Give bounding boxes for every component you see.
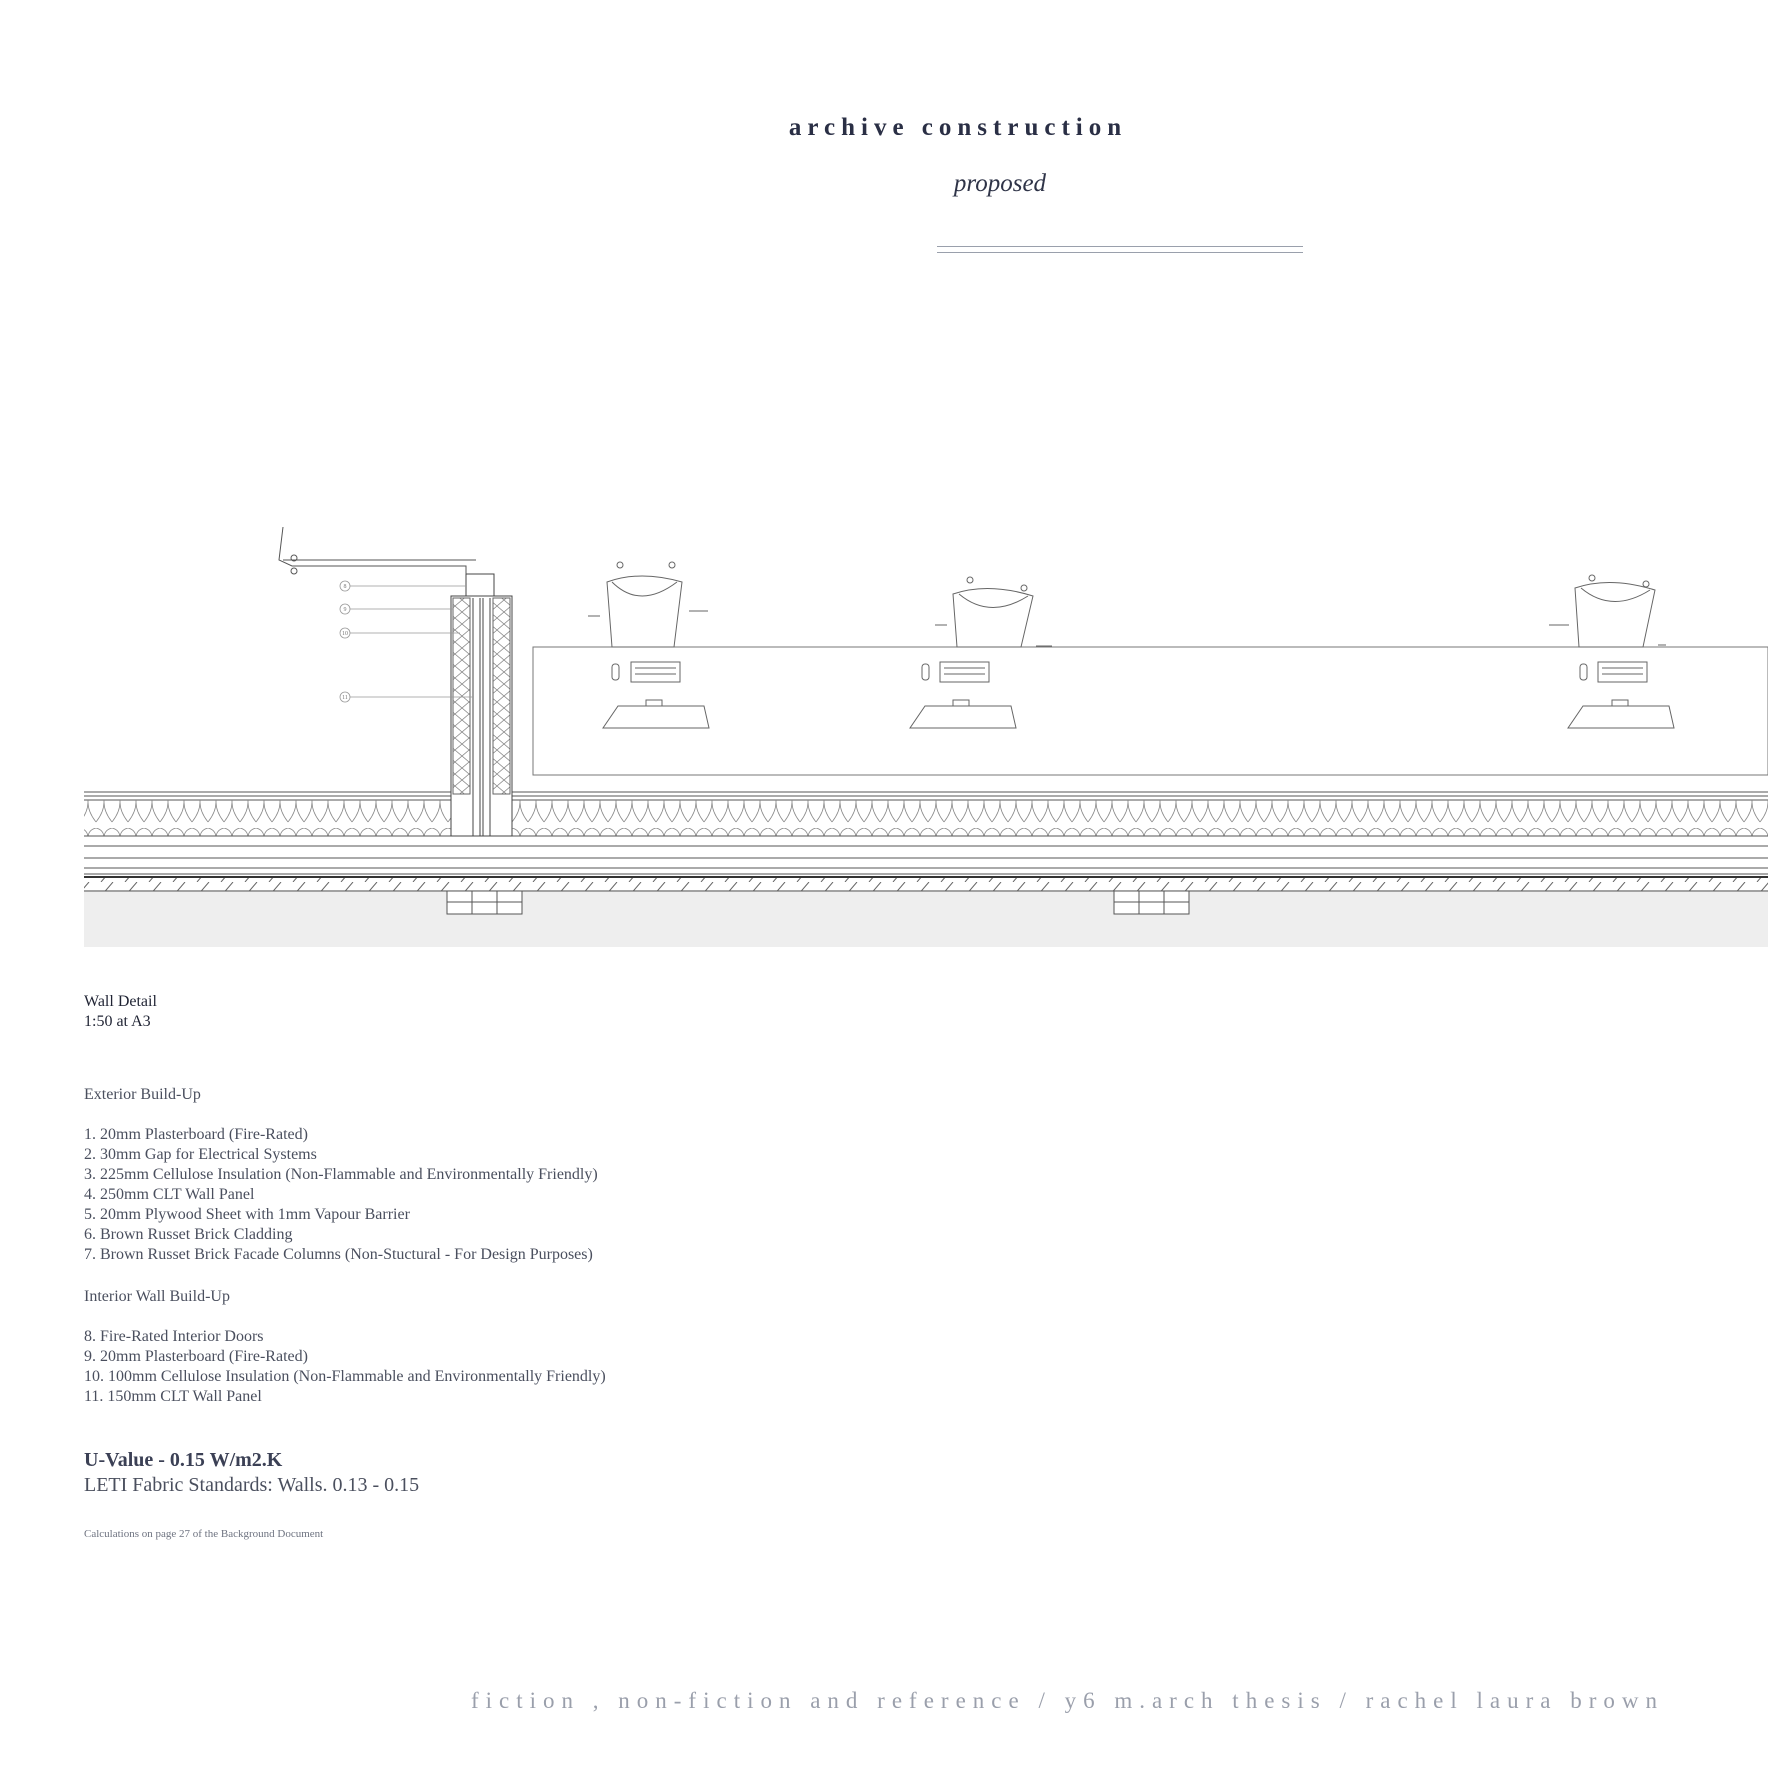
exterior-item: 2. 30mm Gap for Electrical Systems — [84, 1146, 317, 1163]
wall-detail-scale: 1:50 at A3 — [84, 1013, 151, 1030]
callout-label-10: 10 — [342, 631, 348, 637]
calculations-note: Calculations on page 27 of the Backgroun… — [84, 1528, 324, 1540]
wall-detail-title: Wall Detail — [84, 993, 157, 1010]
leti-standards: LETI Fabric Standards: Walls. 0.13 - 0.1… — [84, 1474, 420, 1496]
interior-heading: Interior Wall Build-Up — [84, 1288, 230, 1305]
callout-label-11: 11 — [342, 695, 348, 701]
callout-label-9: 9 — [344, 607, 347, 613]
callout-8 — [339, 580, 466, 592]
wall-detail-caption: Wall Detail 1:50 at A3 — [84, 992, 157, 1032]
interior-build-up: Interior Wall Build-Up 8. Fire-Rated Int… — [84, 1287, 606, 1407]
interior-item: 9. 20mm Plasterboard (Fire-Rated) — [84, 1348, 308, 1365]
exterior-heading: Exterior Build-Up — [84, 1086, 201, 1103]
interior-item: 10. 100mm Cellulose Insulation (Non-Flam… — [84, 1368, 606, 1385]
exterior-item: 6. Brown Russet Brick Cladding — [84, 1226, 293, 1243]
exterior-build-up: Exterior Build-Up 1. 20mm Plasterboard (… — [84, 1085, 598, 1265]
callout-label-8: 8 — [344, 584, 347, 590]
interior-item: 8. Fire-Rated Interior Doors — [84, 1328, 264, 1345]
u-value: U-Value - 0.15 W/m2.K — [84, 1449, 283, 1471]
floor-layers — [84, 791, 1768, 892]
exterior-item: 1. 20mm Plasterboard (Fire-Rated) — [84, 1126, 308, 1143]
exterior-item: 7. Brown Russet Brick Facade Columns (No… — [84, 1246, 593, 1263]
workstation-1 — [588, 561, 710, 729]
interior-item: 11. 150mm CLT Wall Panel — [84, 1388, 262, 1405]
exterior-item: 5. 20mm Plywood Sheet with 1mm Vapour Ba… — [84, 1206, 410, 1223]
workstation-3 — [1549, 574, 1675, 729]
ground-fill — [84, 890, 1768, 947]
footer-credit: fiction , non-fiction and reference / y6… — [470, 1688, 1664, 1713]
callout-10 — [339, 627, 460, 639]
workstation-2 — [909, 576, 1052, 729]
exterior-item: 4. 250mm CLT Wall Panel — [84, 1186, 255, 1203]
exterior-item: 3. 225mm Cellulose Insulation (Non-Flamm… — [84, 1166, 598, 1183]
callout-9 — [339, 603, 453, 615]
title-rule-bottom — [937, 252, 1303, 253]
title-rule-top — [937, 246, 1303, 247]
door-element — [278, 526, 476, 575]
interior-wall — [450, 573, 513, 837]
callout-11 — [339, 691, 473, 703]
page-title: archive construction — [788, 114, 1128, 141]
page-subtitle: proposed — [953, 170, 1047, 197]
desk-outline — [532, 646, 1768, 776]
footings — [446, 890, 1190, 915]
